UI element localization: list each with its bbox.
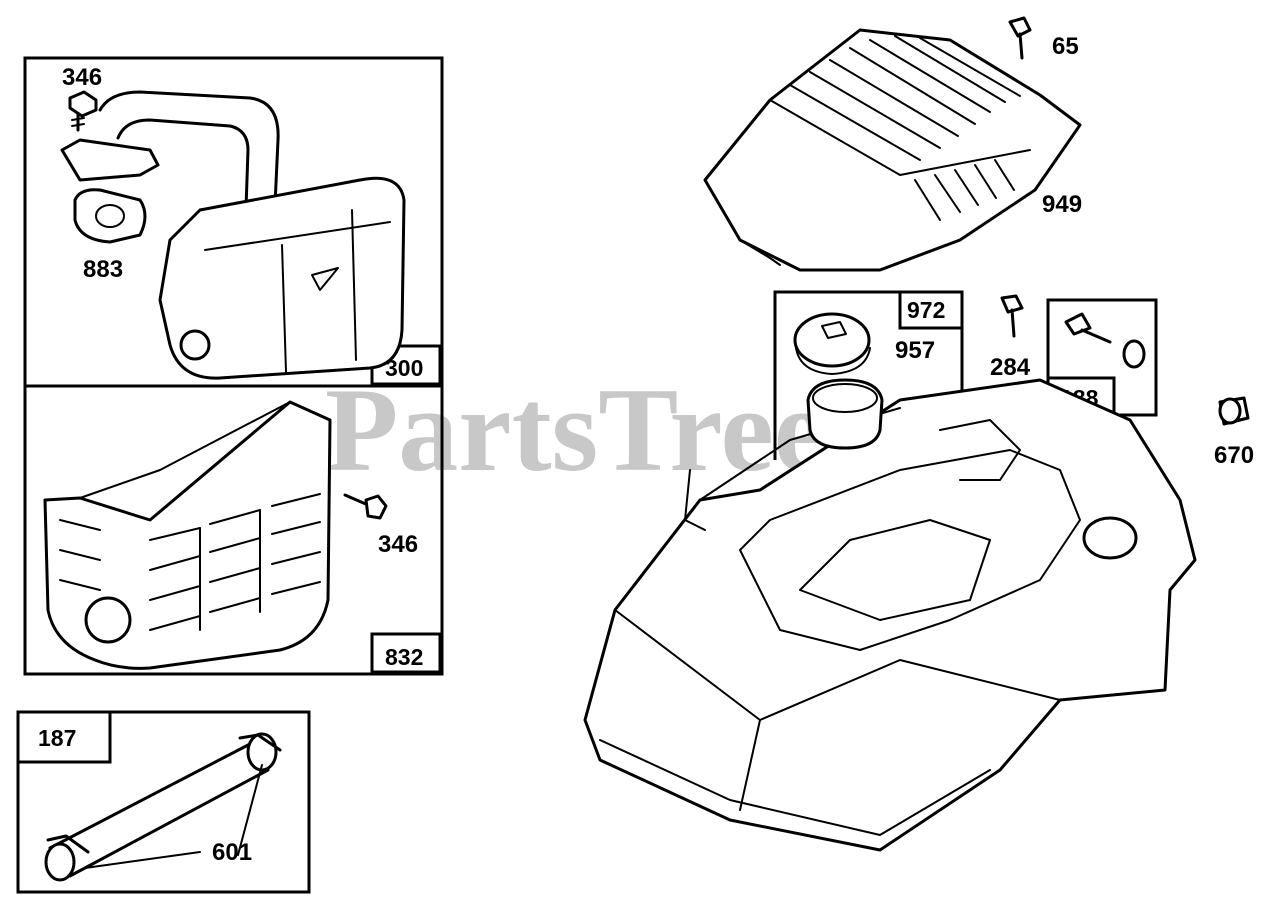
muffler-logo <box>311 267 339 291</box>
shoulder-bolt-shank <box>1080 328 1112 344</box>
guard-screw-icon <box>343 493 388 520</box>
shroud-ridge <box>769 99 1031 176</box>
guard-screw-label: 346 <box>378 531 418 558</box>
clamp-left-icon <box>46 834 90 854</box>
tank-box-number: 972 <box>907 297 945 323</box>
clamp-label: 601 <box>212 839 252 866</box>
muffler-screw-icon <box>68 90 98 132</box>
muffler-outlet <box>179 329 211 361</box>
muffler-flange <box>60 138 160 182</box>
housing-inner-cavity <box>799 519 991 621</box>
shroud-outline <box>703 28 1082 272</box>
housing-side-tab <box>684 469 706 531</box>
tube-box-frame <box>16 710 311 894</box>
shroud-fins <box>789 35 1021 221</box>
housing-lower-edge <box>614 609 1061 721</box>
bolt-label: 284 <box>990 354 1031 381</box>
washer-icon <box>1122 339 1146 369</box>
shroud-tab <box>739 239 781 266</box>
muffler-assembly-box: 300 346 883 <box>23 56 444 388</box>
blower-housing <box>583 378 1197 852</box>
housing-mount-hole <box>1082 516 1138 560</box>
guard-slots <box>59 493 321 631</box>
guard-box-number: 832 <box>385 644 423 670</box>
housing-opening <box>739 449 1081 651</box>
housing-corner-line <box>739 719 761 811</box>
muffler-guard-box: 832 346 <box>23 384 444 676</box>
spacer-label: 670 <box>1214 442 1254 469</box>
tube-box-number: 187 <box>38 725 76 751</box>
guard-outlet-hole <box>84 596 132 644</box>
muffler-seam-right <box>351 209 357 361</box>
clamp-leader-left <box>84 851 201 869</box>
fuel-cap-label: 957 <box>895 337 935 364</box>
fuel-cap-icon <box>793 312 871 375</box>
muffler-seam-top <box>204 221 391 251</box>
gasket-icon <box>73 188 147 244</box>
tank-box-frame <box>773 290 964 460</box>
muffler-pipe-inner <box>116 118 250 210</box>
guard-box-tag <box>370 632 442 674</box>
top-screw-label: 65 <box>1052 33 1079 60</box>
tube-end-left <box>44 842 76 882</box>
tube-box-tag <box>16 710 112 764</box>
clamp-right-icon <box>238 733 282 752</box>
muffler-screw-label: 346 <box>62 64 102 91</box>
guard-box-frame <box>23 384 444 676</box>
top-shroud <box>703 28 1082 272</box>
fuel-tank-box: 972 957 <box>773 290 964 460</box>
housing-skirt-line <box>599 739 991 836</box>
shroud-label: 949 <box>1042 191 1082 218</box>
clamp-leader-right <box>237 764 263 856</box>
guard-top-edge <box>79 401 291 499</box>
muffler-pipe-outline <box>98 90 280 207</box>
top-screw-icon <box>1008 16 1032 60</box>
bolt-icon <box>1000 294 1024 338</box>
fuel-tank-neck <box>806 378 884 450</box>
muffler-seam-mid <box>281 244 287 373</box>
housing-outline <box>583 378 1197 852</box>
shoulder-bolt-head <box>1064 312 1092 336</box>
spacer-icon <box>1218 396 1250 426</box>
tank-box-tag <box>898 290 964 330</box>
housing-bracket <box>939 419 1021 481</box>
gasket-label: 883 <box>83 256 123 283</box>
fuel-line-box: 187 601 <box>16 710 311 894</box>
